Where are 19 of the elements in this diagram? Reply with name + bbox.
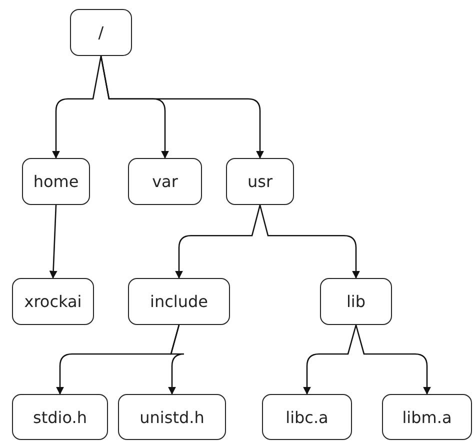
arrow: [52, 56, 102, 159]
arrow: [355, 324, 431, 395]
arrow: [49, 204, 58, 279]
folder-box: home: [22, 158, 90, 205]
folder-box: unistd.h: [118, 394, 226, 440]
arrow: [168, 324, 185, 395]
folder-box: stdio.h: [12, 394, 108, 440]
folder-box: libm.a: [382, 394, 472, 440]
folder-box: lib: [320, 278, 392, 325]
arrow: [259, 204, 360, 279]
arrow: [100, 56, 264, 159]
arrow: [303, 324, 357, 395]
folder-box: var: [128, 158, 202, 205]
folder-box: include: [128, 278, 230, 325]
folder-box: usr: [226, 158, 294, 205]
folder-box: /: [70, 9, 132, 56]
arrow: [175, 204, 261, 279]
folder-box: xrockai: [12, 278, 94, 325]
folder-box: libc.a: [262, 394, 352, 440]
